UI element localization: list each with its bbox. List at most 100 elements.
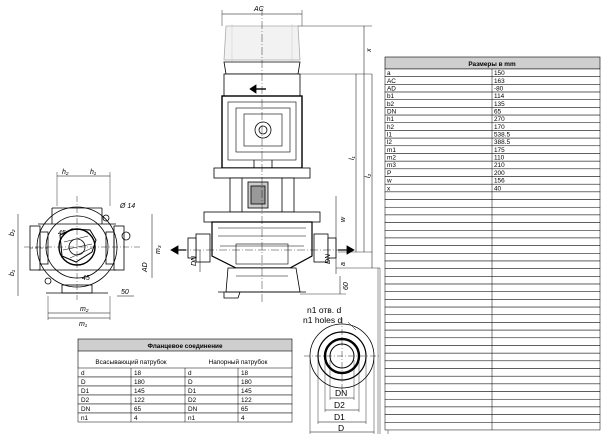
- dim-x-label: x: [366, 48, 373, 53]
- dimensions-table-row: [384, 122, 601, 131]
- dim-m2-label: m₂: [80, 306, 89, 313]
- flange-pressure-value: 122: [241, 397, 252, 404]
- dimensions-table-row: [384, 414, 601, 423]
- dim-l2-label: l₂: [365, 173, 372, 178]
- dimensions-table-row: [384, 368, 601, 377]
- dimensions-table-row: [384, 322, 601, 331]
- dimensions-table-row: [384, 68, 601, 77]
- flange-suction-value: 18: [134, 370, 142, 377]
- flange-table-title: Фланцевое соединение: [147, 343, 223, 350]
- dimensions-table-value: 388.5: [494, 139, 510, 146]
- flange-pressure-param: D2: [188, 397, 197, 404]
- dimensions-table-row: [384, 145, 601, 154]
- flange-holes-ru-label: n1 отв. d: [307, 305, 341, 315]
- pump-side-view: [170, 8, 389, 434]
- dimensions-table-param: AC: [387, 78, 396, 85]
- flange-suction-param: D: [81, 379, 86, 386]
- dim-b2-label: b₂: [9, 229, 16, 236]
- dim-h1-label: h₁: [90, 169, 97, 176]
- dimensions-table-row: [384, 375, 601, 385]
- flange-suction-param: D1: [81, 388, 90, 395]
- dimensions-table-row: [384, 329, 601, 339]
- dimensions-table-value: 156: [494, 178, 505, 185]
- flange-suction-header: Всасывающий патрубок: [95, 358, 166, 366]
- dim-a-label: a: [340, 262, 347, 266]
- dimensions-table-value: 170: [494, 124, 505, 131]
- dimensions-table-row: [384, 398, 601, 408]
- flange-suction-value: 65: [134, 406, 142, 413]
- top-view-labels: h₂ h₁ Ø 14 45 45 50 m₂ m₁ b₂ b₁ m₃ AD: [9, 169, 162, 328]
- flange-pressure-value: 145: [241, 388, 252, 395]
- dim-l1-label: l₁: [349, 155, 356, 160]
- dimensions-table-row: [384, 114, 601, 124]
- flange-suction-value: 4: [134, 415, 138, 422]
- dimensions-table-row: [384, 176, 601, 185]
- dim-angle-b-label: 45: [82, 275, 90, 282]
- dimensions-table-value: 175: [494, 147, 505, 154]
- flange-pressure-param: DN: [188, 406, 198, 413]
- dim-w-label: w: [340, 216, 347, 222]
- dimensions-table-value: 65: [494, 108, 502, 115]
- dimensions-table-param: P: [387, 170, 391, 177]
- dim-dn-left-label: DN: [191, 255, 198, 266]
- dimensions-table-row: [384, 406, 601, 415]
- dimensions-table-value: 40: [494, 185, 502, 192]
- dimensions-table-param: w: [386, 178, 392, 185]
- dimensions-table-param: m3: [387, 162, 396, 169]
- dimensions-table-value: 135: [494, 101, 505, 108]
- flange-suction-value: 122: [134, 397, 145, 404]
- dim-m3-label: m₃: [155, 245, 162, 254]
- dimensions-table-row: [384, 291, 601, 300]
- flange-pressure-param: D: [188, 379, 193, 386]
- dimensions-table-param: m1: [387, 147, 396, 154]
- dimensions-table-row: [384, 306, 601, 316]
- flange-pressure-param: n1: [188, 415, 196, 422]
- dimensions-table-row: [384, 130, 601, 139]
- dim-ac-label: AC: [253, 6, 265, 13]
- dimensions-table-value: 210: [494, 162, 505, 169]
- dimensions-table-param: DN: [387, 108, 397, 115]
- dimensions-table-row: [384, 337, 601, 346]
- top-view-drawing: [17, 172, 153, 320]
- dimensions-table-param: b2: [387, 101, 395, 108]
- dimensions-table-row: [384, 91, 601, 100]
- dimensions-table-value: 538.5: [494, 132, 510, 139]
- dimensions-table-param: h2: [387, 124, 395, 131]
- dimensions-table-row: [384, 253, 601, 262]
- dimensions-table-row: [384, 206, 601, 216]
- dim-phi14-label: Ø 14: [119, 203, 135, 210]
- flange-suction-param: n1: [81, 415, 89, 422]
- dimensions-table-param: AD: [387, 85, 396, 92]
- flange-suction-value: 145: [134, 388, 145, 395]
- dimensions-table-row: [384, 160, 601, 170]
- pump-side-labels: AC x l₁ l₂ w a 60 DN DN: [191, 6, 373, 290]
- dimensions-table-row: [384, 214, 601, 223]
- dimensions-table-row: [384, 183, 601, 193]
- flange-pressure-value: 180: [241, 379, 252, 386]
- dim-fifty-label: 50: [121, 289, 129, 296]
- dim-ad-label: AD: [142, 262, 149, 273]
- dimensions-table-param: m2: [387, 155, 396, 162]
- dimensions-table-row: [384, 352, 601, 362]
- dimensions-table-param: b1: [387, 93, 395, 100]
- dimensions-table-row: [384, 191, 601, 200]
- dimensions-table-row: [384, 299, 601, 308]
- dim-h2-label: h₂: [62, 169, 69, 176]
- dim-b1-label: b₁: [9, 269, 16, 276]
- dimensions-table-row: [384, 276, 601, 285]
- flange-pressure-header: Напорный патрубок: [209, 358, 268, 366]
- flange-suction-value: 180: [134, 379, 145, 386]
- dimensions-table-row: [384, 260, 601, 269]
- dimensions-table-row: [384, 345, 601, 354]
- dimensions-table-value: 150: [494, 70, 505, 77]
- dimensions-table-value: 114: [494, 93, 505, 100]
- dimensions-table-row: [384, 360, 601, 369]
- dimensions-table-param: l1: [387, 132, 392, 139]
- flange-table: Фланцевое соединение Всасывающий патрубо…: [77, 338, 293, 423]
- dim-60-label: 60: [343, 282, 350, 290]
- flange-pressure-value: 18: [241, 370, 249, 377]
- dimensions-table-row: [384, 84, 601, 93]
